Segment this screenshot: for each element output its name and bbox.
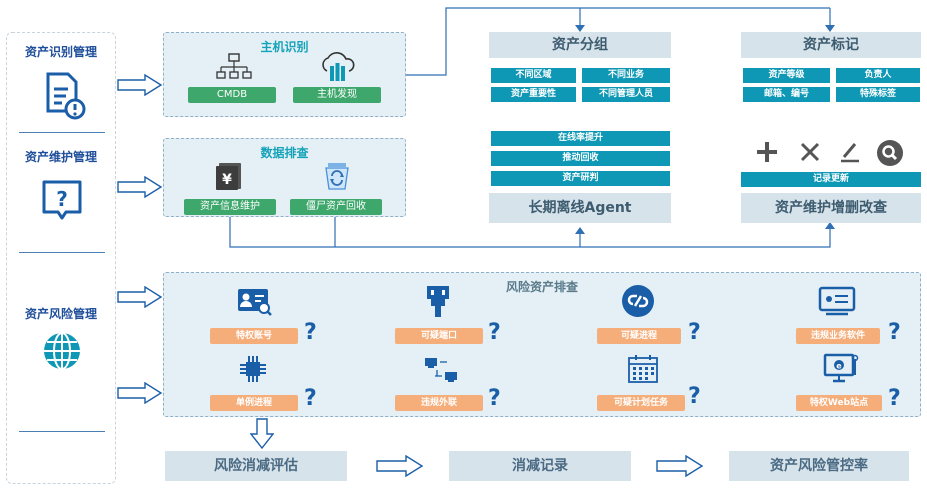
arrow-right-icon (117, 286, 163, 308)
svg-text:¥: ¥ (222, 172, 232, 188)
arrow-right-icon (376, 455, 424, 477)
question-mark-icon: ? (488, 386, 501, 411)
sidebar-title-risk: 资产风险管理 (24, 307, 97, 321)
sidebar-title-identify: 资产识别管理 (24, 45, 97, 59)
yen-card-icon: ¥ (216, 163, 241, 190)
host-item-label: CMDB (188, 87, 276, 103)
question-mark-icon: ? (688, 384, 701, 409)
group-tag: 不同区域 (491, 68, 576, 83)
chip-icon (240, 356, 266, 382)
risk-item-label: 可疑进程 (597, 328, 681, 344)
risk-reduction-assessment: 风险消减评估 (165, 451, 347, 481)
recycle-bin-icon (325, 163, 349, 190)
mark-tag: 资产等级 (743, 68, 830, 83)
host-item-label: 主机发现 (293, 87, 381, 103)
host-panel-title: 主机识别 (260, 40, 309, 54)
risk-item-label: 特权账号 (210, 328, 298, 344)
edit-icon (841, 143, 859, 163)
plus-icon (757, 142, 777, 162)
svg-text:e: e (836, 362, 842, 371)
web-monitor-icon: e (823, 353, 859, 383)
network-tree-icon (216, 53, 252, 79)
arrow-right-icon (117, 176, 163, 198)
question-mark-icon: ? (888, 320, 901, 345)
risk-panel-title: 风险资产排查 (505, 280, 578, 294)
process-link-icon (622, 285, 654, 317)
asset-group-title: 资产分组 (489, 32, 671, 58)
agent-tag: 推动回收 (491, 151, 670, 166)
arrow-right-icon (117, 382, 163, 404)
risk-item-label: 可疑计划任务 (597, 395, 685, 411)
crud-tag: 记录更新 (741, 172, 921, 187)
question-mark-icon: ? (888, 386, 901, 411)
sidebar-divider (19, 132, 105, 133)
svg-text:?: ? (56, 187, 68, 211)
reduction-record: 消减记录 (449, 451, 631, 481)
cloud-server-icon (322, 52, 355, 81)
arrow-down-icon (250, 418, 274, 450)
mark-tag: 邮箱、编号 (743, 87, 830, 102)
data-check-panel: 数据排查 ¥ 资产信息维护 僵尸资产回收 (163, 138, 406, 217)
crud-box-title: 资产维护增删改查 (741, 193, 921, 223)
question-mark-icon: ? (304, 320, 317, 345)
mark-tag: 特殊标签 (836, 87, 920, 102)
group-tag: 不同管理人员 (582, 87, 670, 102)
risk-item-label: 违规业务软件 (796, 328, 880, 344)
mark-tag: 负责人 (836, 68, 920, 83)
group-tag: 资产重要性 (491, 87, 576, 102)
agent-tag: 资产研判 (491, 171, 670, 186)
arrow-right-icon (117, 74, 163, 96)
question-mark-icon: ? (688, 320, 701, 345)
risk-item-label: 特权Web站点 (796, 395, 882, 411)
close-icon (800, 142, 820, 162)
calendar-icon (628, 355, 658, 383)
sidebar-divider (19, 431, 105, 432)
sidebar-title-maintain: 资产维护管理 (24, 150, 97, 164)
question-mark-icon: ? (304, 386, 317, 411)
port-plug-icon (427, 286, 449, 317)
asset-mark-title: 资产标记 (741, 32, 921, 58)
data-item-label: 资产信息维护 (184, 199, 276, 215)
agent-tag: 在线率提升 (491, 131, 670, 146)
id-card-icon (238, 289, 272, 316)
search-icon (877, 140, 903, 166)
document-warning-icon (46, 72, 86, 120)
risk-item-label: 单例进程 (210, 395, 298, 411)
sidebar-divider (19, 252, 105, 253)
asset-risk-control-rate: 资产风险管控率 (729, 451, 909, 481)
arrow-right-icon (656, 455, 704, 477)
data-panel-title: 数据排查 (260, 146, 309, 160)
globe-icon (44, 332, 80, 370)
risk-item-label: 违规外联 (395, 395, 483, 411)
software-window-icon (818, 286, 856, 316)
outbound-connection-icon (425, 358, 457, 382)
question-chat-icon: ? (42, 180, 82, 220)
risk-item-label: 可疑端口 (395, 328, 483, 344)
question-mark-icon: ? (488, 320, 501, 345)
risk-check-panel: 风险资产排查 (163, 272, 921, 417)
host-identify-panel: 主机识别 CMDB 主机发现 (163, 32, 406, 117)
agent-box-title: 长期离线Agent (489, 193, 671, 223)
data-item-label: 僵尸资产回收 (290, 199, 382, 215)
sidebar: 资产识别管理 资产维护管理 ? 资产风险管理 (6, 32, 116, 484)
group-tag: 不同业务 (582, 68, 670, 83)
